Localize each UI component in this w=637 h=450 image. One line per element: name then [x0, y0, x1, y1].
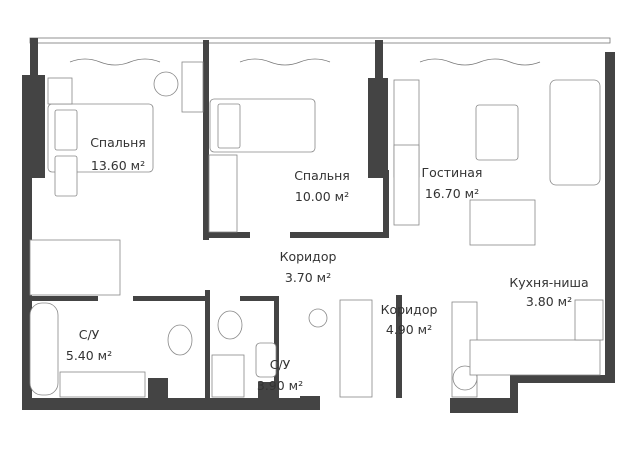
room-name: Коридор [381, 302, 438, 317]
room-area: 4.90 м² [386, 322, 432, 337]
room-bathroom-1: С/У 5.40 м² [66, 327, 112, 363]
room-name: С/У [79, 327, 100, 342]
room-area: 5.40 м² [66, 348, 112, 363]
room-corridor-2: Коридор 4.90 м² [381, 302, 438, 337]
room-name: Спальня [90, 135, 146, 150]
walls [22, 38, 615, 413]
room-name: Коридор [280, 249, 337, 264]
room-bedroom-1: Спальня 13.60 м² [90, 135, 146, 173]
room-area: 10.00 м² [295, 189, 349, 204]
furniture [29, 61, 604, 398]
room-area: 3.70 м² [285, 270, 331, 285]
room-name: Кухня-ниша [509, 275, 588, 290]
room-name: Гостиная [422, 165, 483, 180]
room-kitchen: Кухня-ниша 3.80 м² [509, 275, 588, 309]
room-area: 16.70 м² [425, 186, 479, 201]
room-area: 13.60 м² [91, 158, 145, 173]
windows [29, 37, 611, 66]
room-name: Спальня [294, 168, 350, 183]
room-name: С/У [270, 357, 291, 372]
room-corridor-1: Коридор 3.70 м² [280, 249, 337, 285]
room-bathroom-2: С/У 3.90 м² [257, 357, 303, 393]
room-area: 3.90 м² [257, 378, 303, 393]
room-area: 3.80 м² [526, 294, 572, 309]
room-living: Гостиная 16.70 м² [422, 165, 483, 201]
room-bedroom-2: Спальня 10.00 м² [294, 168, 350, 204]
